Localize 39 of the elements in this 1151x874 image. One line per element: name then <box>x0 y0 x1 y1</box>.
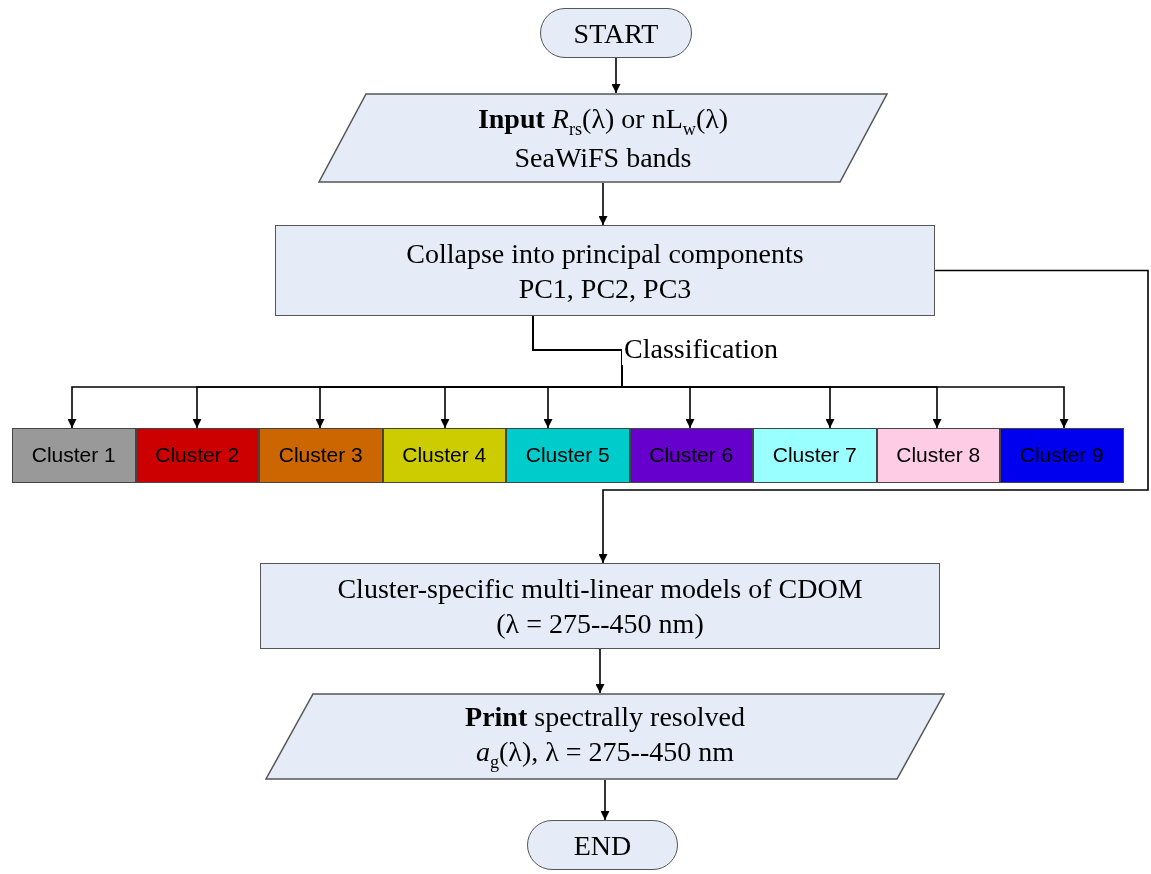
cluster-label: Cluster 7 <box>772 442 857 469</box>
node-text: Collapse into principal components <box>406 236 804 271</box>
node-text: END <box>573 828 632 863</box>
node-text: PC1, PC2, PC3 <box>518 271 692 306</box>
node-text: (λ = 275--450 nm) <box>496 607 704 641</box>
cluster-box <box>1000 428 1124 483</box>
process-box <box>275 225 935 316</box>
cluster-label: Cluster 6 <box>649 442 734 469</box>
process-box <box>260 563 940 649</box>
node-text: START <box>573 16 659 51</box>
cluster-box <box>506 428 630 483</box>
arrow <box>598 182 608 226</box>
input-parallelogram <box>318 93 888 183</box>
cluster-label: Cluster 3 <box>278 442 363 469</box>
arrow <box>600 779 610 821</box>
cluster-box <box>259 428 383 483</box>
cluster-label: Cluster 5 <box>525 442 610 469</box>
cluster-box <box>12 428 136 483</box>
node-text: Print spectrally resolved <box>465 700 745 735</box>
node-text: Cluster-specific multi-linear models of CDOM <box>337 572 863 606</box>
arrow <box>595 648 605 694</box>
start-terminal <box>540 8 692 58</box>
arrow <box>598 269 1149 564</box>
cluster-label: Cluster 8 <box>896 442 981 469</box>
cluster-label: Cluster 9 <box>1019 442 1104 469</box>
output-parallelogram <box>265 693 945 780</box>
cluster-label: Cluster 2 <box>155 442 240 469</box>
node-text: SeaWiFS bands <box>514 141 692 176</box>
cluster-label: Cluster 4 <box>402 442 487 469</box>
cluster-box <box>753 428 877 483</box>
cluster-box <box>135 428 259 483</box>
cluster-box <box>382 428 506 483</box>
arrow <box>611 57 621 94</box>
node-text: a$_{g}$(λ), λ = 275--450 nm <box>475 735 735 774</box>
cluster-label: Cluster 1 <box>31 442 116 469</box>
node-text: Input R$_{rs}$(λ) or nL$_{w}$(λ) <box>477 101 729 141</box>
cluster-box <box>629 428 753 483</box>
cluster-box <box>876 428 1000 483</box>
end-terminal <box>527 820 678 870</box>
